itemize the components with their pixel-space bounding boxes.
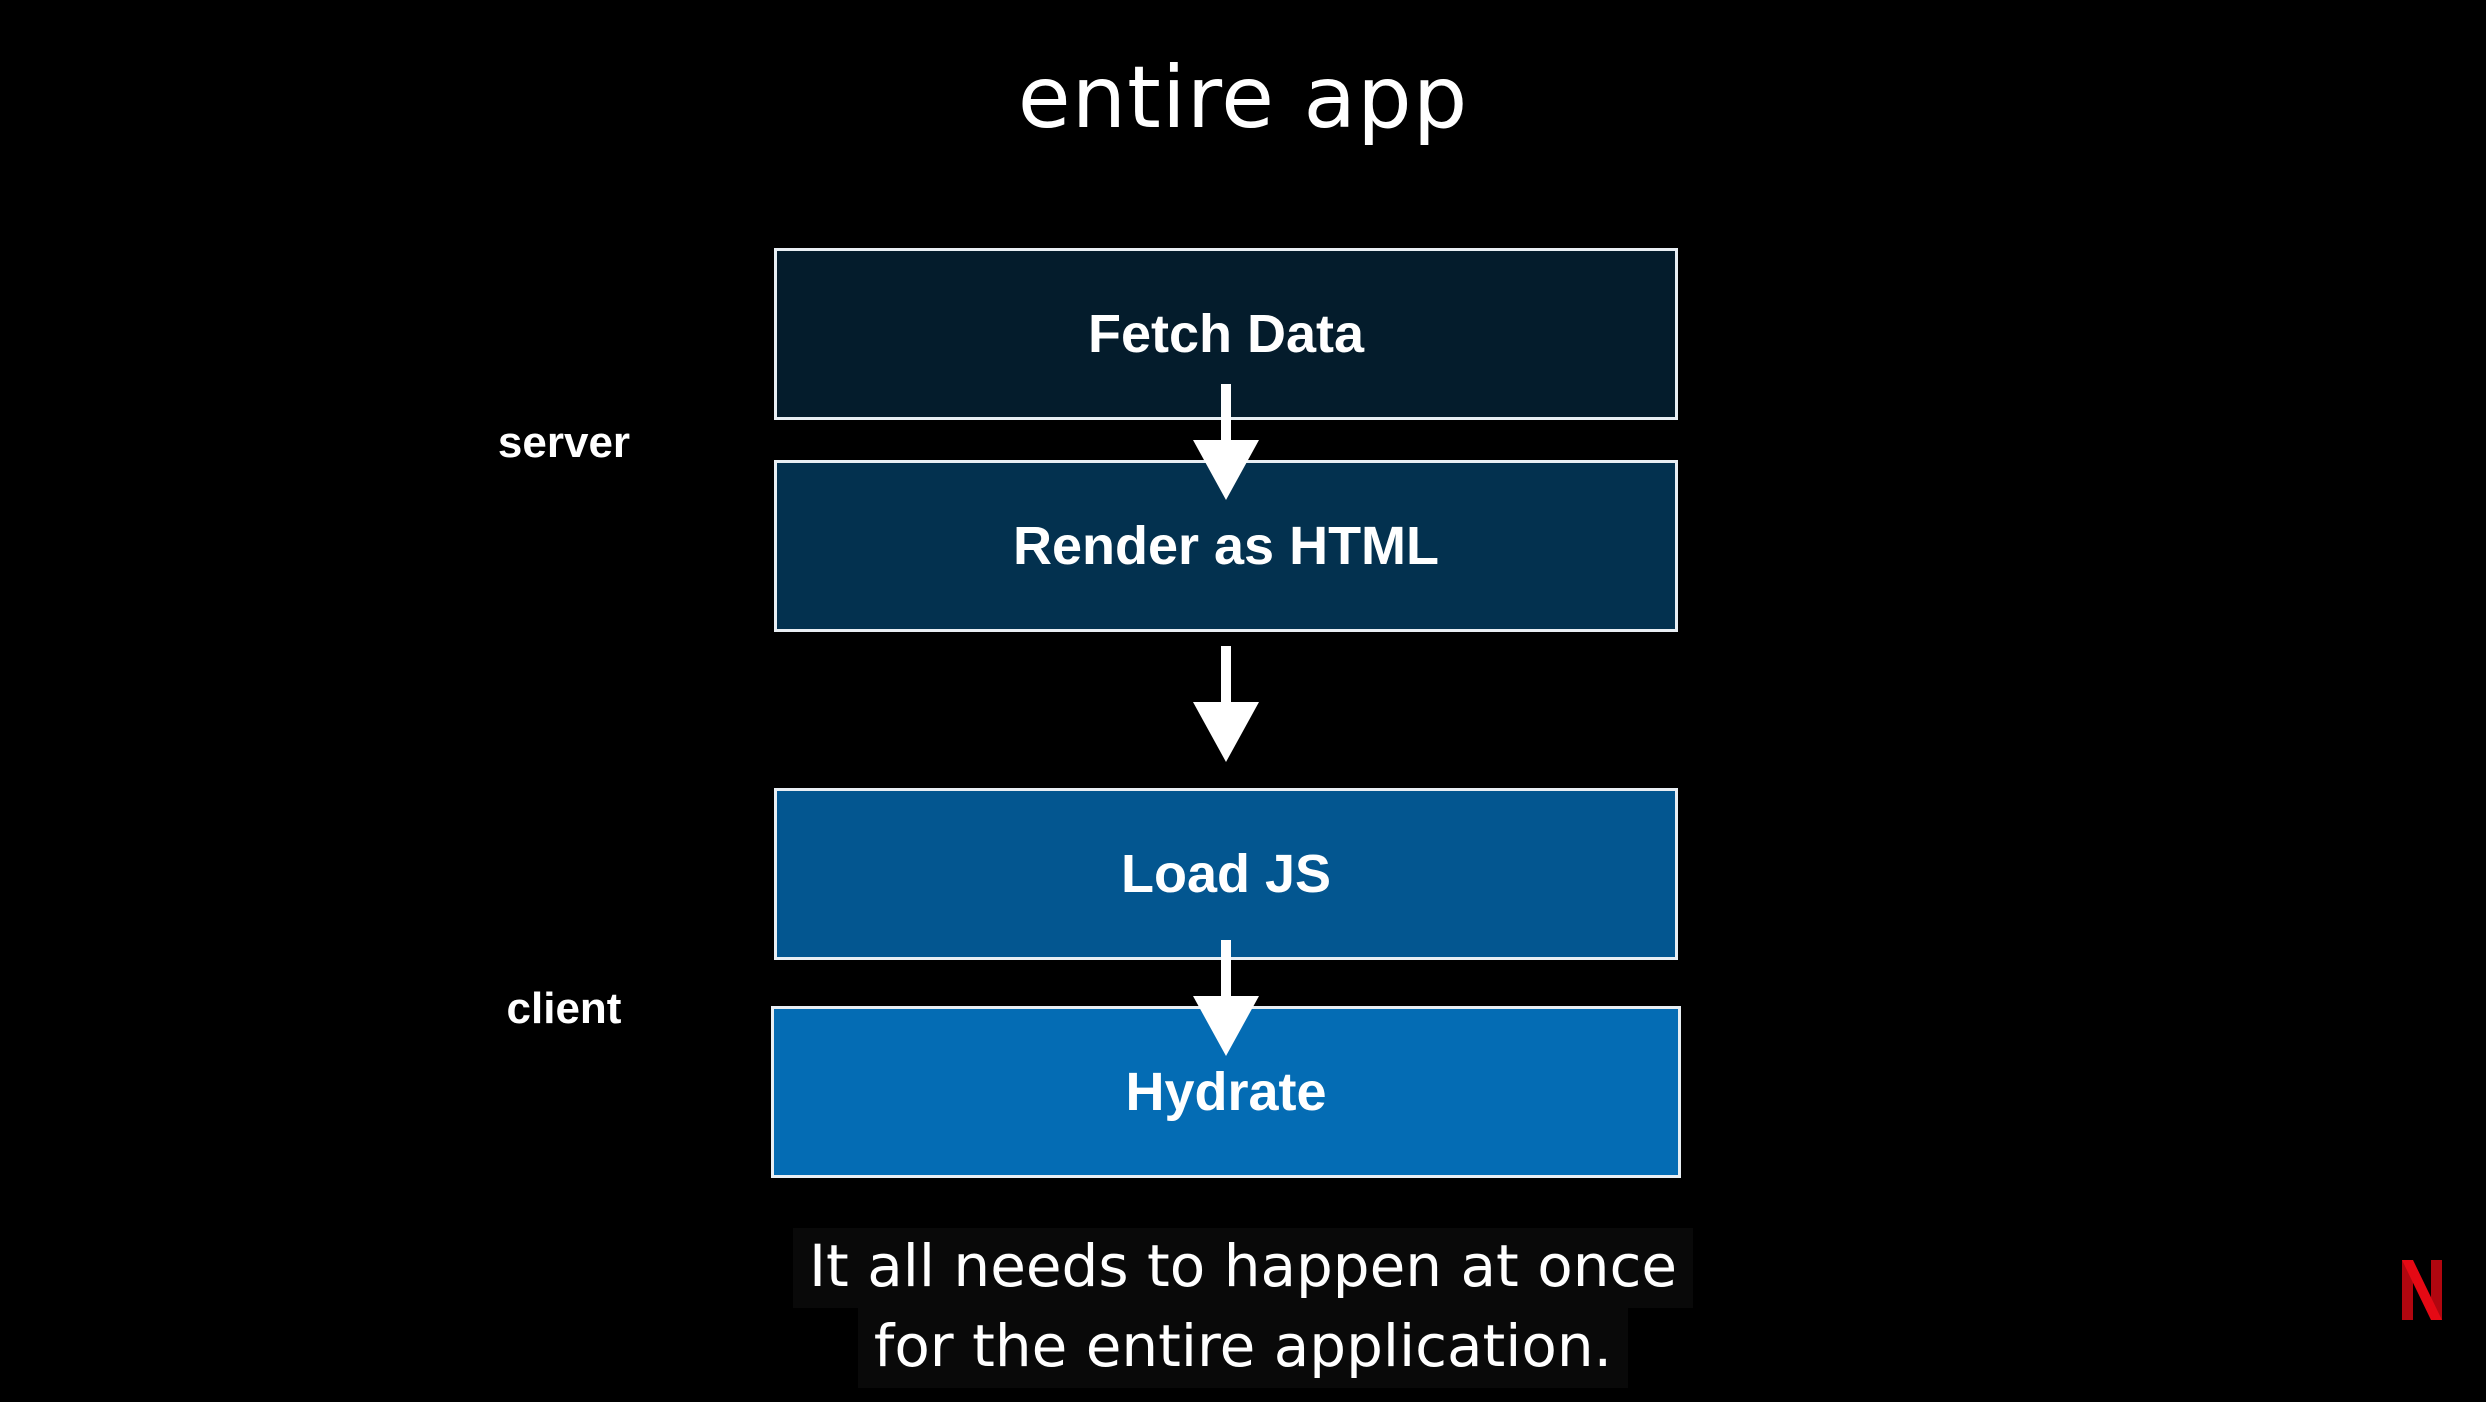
caption-line-2: for the entire application.	[857, 1308, 1629, 1388]
step-label: Hydrate	[1125, 1062, 1327, 1122]
step-load-js: Load JS	[774, 788, 1678, 960]
caption-line-1: It all needs to happen at once	[792, 1228, 1694, 1308]
step-label: Load JS	[1120, 844, 1332, 904]
arrow-down-icon	[1193, 646, 1259, 762]
arrow-down-icon	[1193, 940, 1259, 1056]
client-label: client	[506, 984, 622, 1033]
slide-title: entire app	[1017, 48, 1469, 148]
arrow-down-icon	[1193, 384, 1259, 500]
step-label: Render as HTML	[1012, 516, 1440, 576]
subtitle-caption: It all needs to happen at once for the e…	[0, 1228, 2486, 1388]
step-label: Fetch Data	[1087, 304, 1365, 364]
server-label: server	[497, 418, 631, 467]
netflix-logo-icon	[2402, 1260, 2442, 1320]
